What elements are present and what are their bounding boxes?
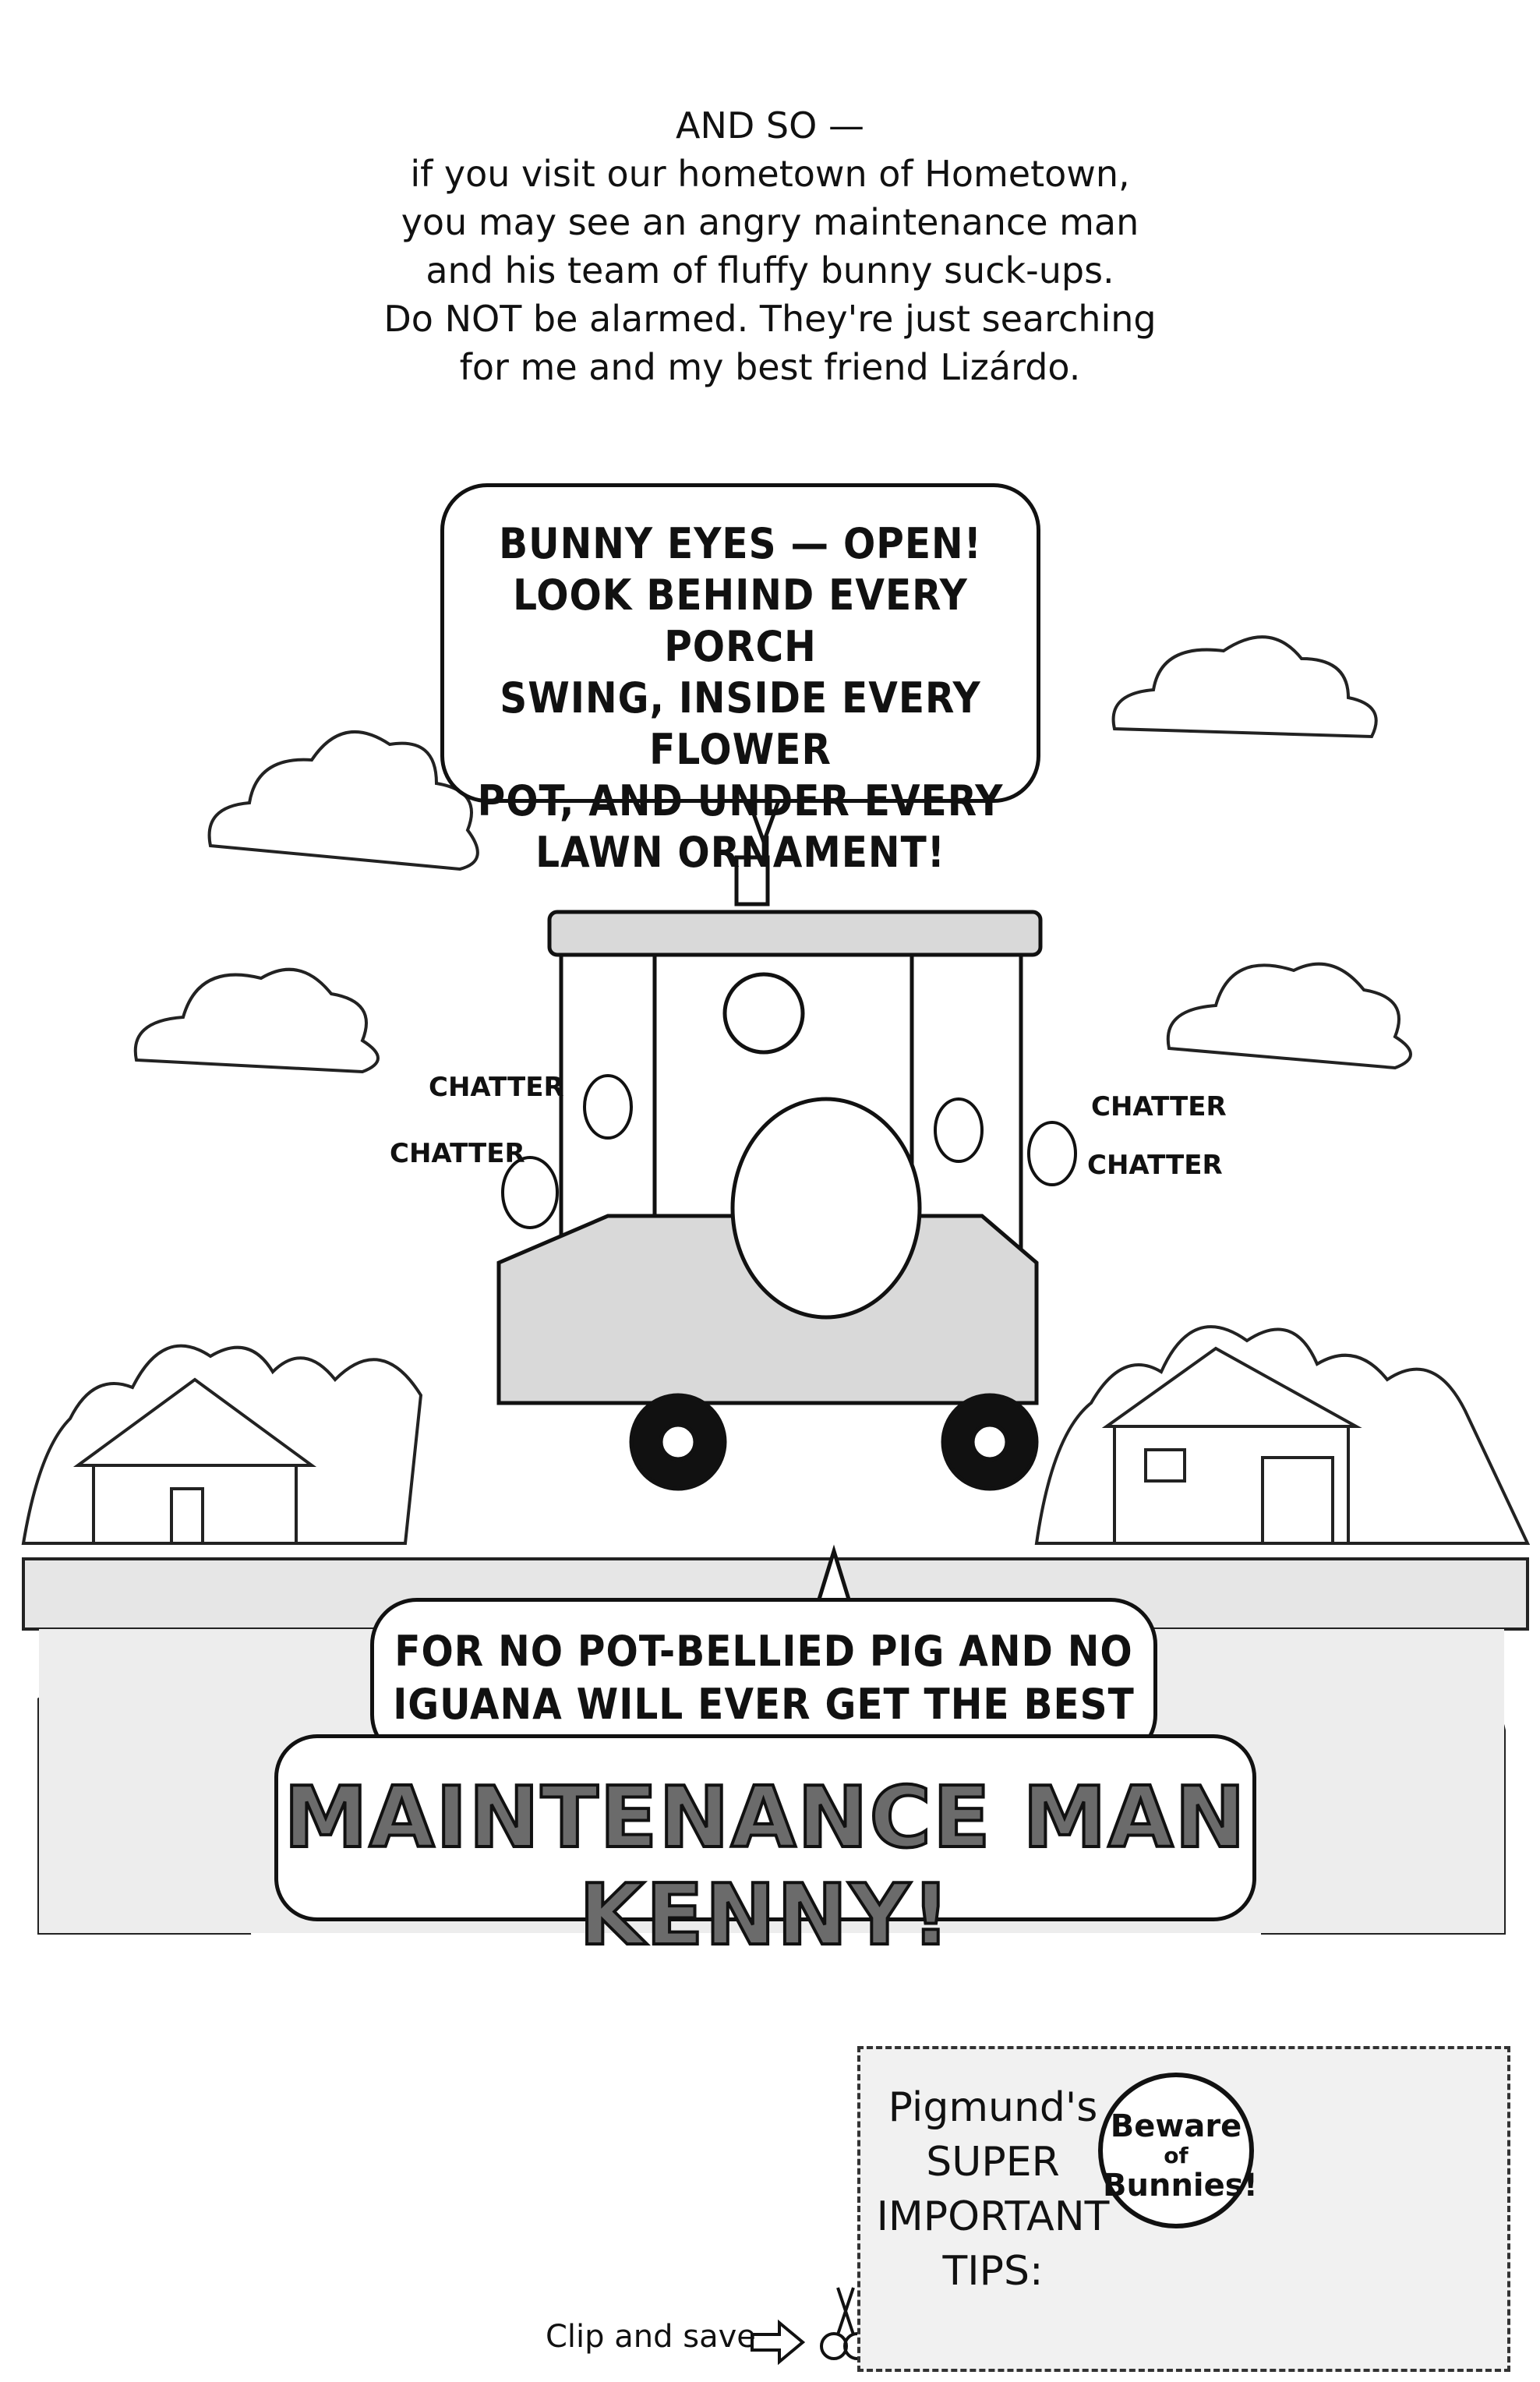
bubble-line: BUNNY EYES — OPEN! [499,519,982,568]
narration-line: and his team of fluffy bunny suck-ups. [426,249,1114,292]
golf-cart [496,855,1043,1491]
narration-line: you may see an angry maintenance man [401,201,1139,243]
narration: AND SO — if you visit our hometown of Ho… [296,101,1244,391]
house-right [1101,1346,1362,1545]
sfx-chatter: CHATTER [390,1138,525,1169]
narration-line: for me and my best friend Lizárdo. [459,346,1081,388]
house-left [72,1377,317,1545]
tips-title-line: IMPORTANT [876,2193,1110,2240]
narration-line: if you visit our hometown of Hometown, [410,153,1130,195]
cloud-left [207,730,479,871]
badge-line: Beware [1110,2108,1242,2144]
sfx-chatter: CHATTER [429,1072,564,1103]
tips-clipping: Pigmund's SUPER IMPORTANT TIPS: Beware o… [857,2046,1510,2372]
tips-title-line: SUPER [926,2139,1060,2186]
beware-badge: Beware of Bunnies! [1098,2073,1258,2228]
shout-bubble: MAINTENANCE MAN KENNY! [274,1734,1256,1966]
shout-text: MAINTENANCE MAN KENNY! [282,1768,1247,1966]
bubble-line: FOR NO POT-BELLIED PIG AND NO [394,1627,1133,1676]
narration-line: AND SO — [676,104,864,147]
speech-bubble-top: BUNNY EYES — OPEN! LOOK BEHIND EVERY POR… [440,483,1040,877]
cloud-mid-right [1166,962,1412,1070]
cloud-mid-left [133,967,380,1074]
clip-and-save-label: Clip and save [546,2319,756,2355]
cloud-right-top [1111,635,1378,739]
badge-line: Bunnies! [1103,2168,1258,2204]
bubble-line: LOOK BEHIND EVERY PORCH [513,571,968,671]
bubble-line: POT, AND UNDER EVERY [477,776,1004,825]
sfx-chatter: CHATTER [1087,1150,1223,1181]
tips-title-line: TIPS: [942,2248,1044,2295]
sfx-chatter: CHATTER [1091,1091,1227,1122]
tips-title-line: Pigmund's [888,2084,1098,2131]
badge-line: of [1164,2143,1189,2168]
bunnies [501,1074,1077,1229]
arrow-right-icon [751,2319,806,2366]
bubble-line: LAWN ORNAMENT! [535,828,945,877]
tips-title: Pigmund's SUPER IMPORTANT TIPS: [876,2080,1110,2299]
narration-line: Do NOT be alarmed. They're just searchin… [383,298,1157,340]
bubble-line: SWING, INSIDE EVERY FLOWER [500,673,981,774]
